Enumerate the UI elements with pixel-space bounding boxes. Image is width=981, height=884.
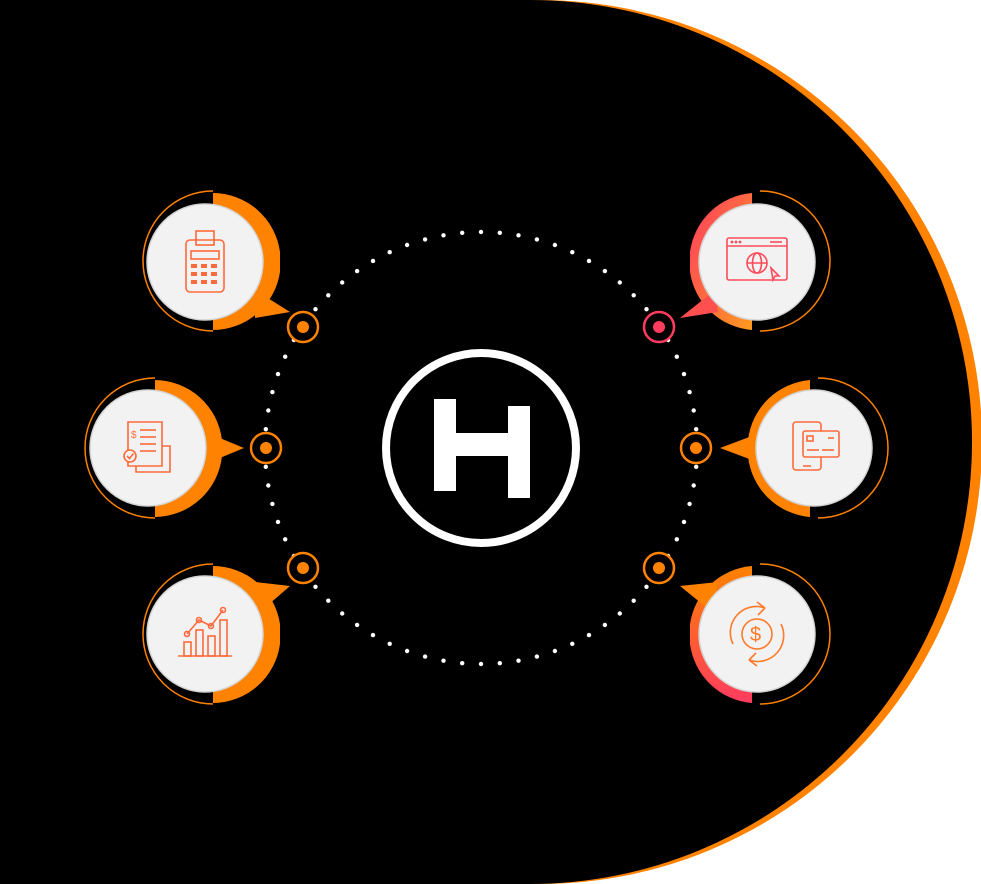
node-invoice[interactable]: $ xyxy=(84,377,283,519)
orbit-dot xyxy=(422,237,428,242)
orbit-dot xyxy=(552,648,558,654)
bar-chart-growth-icon xyxy=(178,606,232,657)
orbit-dot xyxy=(570,250,575,255)
center-logo xyxy=(382,349,580,547)
orbit-dot xyxy=(460,230,465,235)
orbit-dot xyxy=(674,354,679,359)
orbit-dot xyxy=(266,483,271,488)
orbit-dot xyxy=(617,280,622,285)
node-analytics[interactable] xyxy=(142,551,320,705)
orbit-dot xyxy=(404,242,410,248)
orbit-dot xyxy=(263,427,268,432)
orbit-dot xyxy=(552,242,558,248)
orbit-dot xyxy=(570,641,575,646)
orbit-dot xyxy=(694,464,699,469)
node-online-payment[interactable] xyxy=(642,190,831,344)
orbit-dot xyxy=(644,307,649,312)
node-refund[interactable]: $ xyxy=(642,551,831,705)
dotted-orbit xyxy=(262,229,700,667)
orbit-dot xyxy=(602,268,608,274)
orbit-dot xyxy=(370,632,376,638)
h-monogram-logo-icon xyxy=(434,399,530,498)
orbit-dot xyxy=(516,233,521,238)
orbit-dot xyxy=(275,519,281,525)
orbit-dot xyxy=(516,658,521,663)
orbit-dot xyxy=(340,280,345,285)
orbit-dot xyxy=(534,237,540,242)
orbit-dot xyxy=(387,250,392,255)
orbit-dot xyxy=(313,307,318,312)
orbit-dot xyxy=(313,584,318,589)
orbit-dot xyxy=(478,229,484,235)
orbit-dot xyxy=(266,408,271,413)
currency-exchange-icon: $ xyxy=(729,601,785,667)
orbit-dot xyxy=(681,519,687,525)
pos-terminal-icon xyxy=(185,230,225,293)
orbit-dot xyxy=(275,371,281,377)
orbit-dot xyxy=(270,501,275,507)
orbit-dot xyxy=(478,661,484,667)
orbit-dot xyxy=(326,293,331,298)
svg-text:$: $ xyxy=(131,430,137,441)
orbit-dot xyxy=(586,258,592,264)
orbit-dot xyxy=(687,389,692,395)
orbit-dot xyxy=(354,622,360,628)
orbit-dot xyxy=(602,622,608,628)
orbit-dot xyxy=(441,658,446,663)
orbit-dot xyxy=(691,483,696,488)
orbit-dot xyxy=(617,611,622,616)
orbit-dot xyxy=(283,354,288,359)
web-browser-globe-icon xyxy=(726,237,788,283)
orbit-dot xyxy=(694,427,699,432)
orbit-dot xyxy=(387,641,392,646)
orbit-dot xyxy=(441,233,446,238)
orbit-dot xyxy=(263,464,268,469)
orbit-dot xyxy=(631,293,636,298)
orbit-dot xyxy=(644,584,649,589)
orbit-dot xyxy=(326,598,331,603)
svg-text:$: $ xyxy=(750,624,761,646)
orbit-dot xyxy=(687,501,692,507)
orbit-dot xyxy=(631,598,636,603)
orbit-dot xyxy=(691,408,696,413)
mobile-card-payment-icon xyxy=(792,421,840,471)
invoice-receipt-icon: $ xyxy=(123,421,171,473)
node-pos-terminal[interactable] xyxy=(142,190,320,344)
orbit-dot xyxy=(674,537,679,542)
orbit-dot xyxy=(497,230,502,235)
node-card-payment[interactable] xyxy=(679,377,889,519)
orbit-dot xyxy=(370,258,376,264)
orbit-dot xyxy=(270,389,275,395)
orbit-dot xyxy=(422,654,428,659)
orbit-dot xyxy=(354,268,360,274)
orbit-dot xyxy=(534,654,540,659)
orbit-dot xyxy=(404,648,410,654)
orbit-dot xyxy=(497,661,502,666)
orbit-dot xyxy=(586,632,592,638)
orbit-dot xyxy=(681,371,687,377)
orbit-dot xyxy=(283,537,288,542)
orbit-dot xyxy=(340,611,345,616)
orbit-dot xyxy=(460,661,465,666)
